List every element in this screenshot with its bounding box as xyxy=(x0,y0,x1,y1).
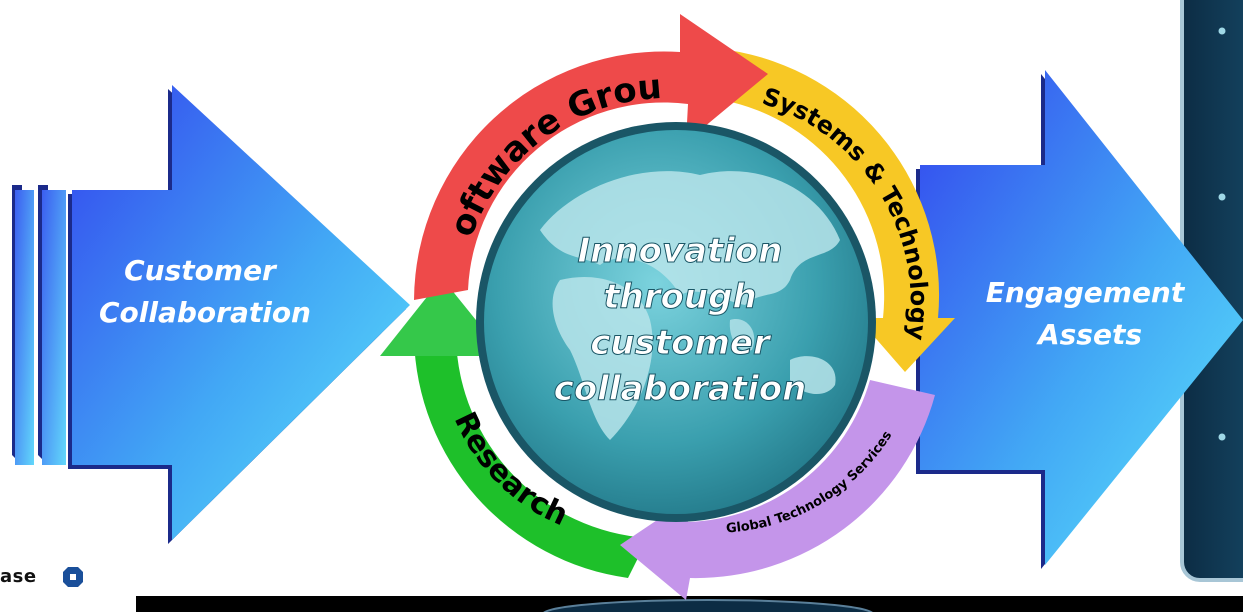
center-title-line2: through xyxy=(603,277,756,317)
systems-technology-segment xyxy=(722,50,955,372)
software-group-segment xyxy=(414,14,768,300)
right-arrow xyxy=(916,70,1243,569)
center-title-line4: collaboration xyxy=(554,369,807,409)
research-segment xyxy=(414,338,648,578)
right-arrow-label-line1: Engagement xyxy=(986,276,1186,309)
globe xyxy=(476,122,876,522)
logo-text: ase xyxy=(0,566,37,587)
cycle-ring xyxy=(380,14,955,600)
left-arrow-label-line2: Collaboration xyxy=(99,296,311,329)
center-title-line1: Innovation xyxy=(578,231,783,271)
research-arrowhead xyxy=(380,278,505,356)
global-technology-services-segment xyxy=(620,380,935,600)
bullet-dot xyxy=(1218,27,1226,35)
left-arrow-label-line1: Customer xyxy=(124,254,278,287)
center-title: Innovation through customer collaboratio… xyxy=(553,231,807,410)
octagon-logo-icon xyxy=(63,567,83,587)
bullet-dot xyxy=(1218,433,1226,441)
left-arrow xyxy=(12,85,410,544)
right-arrow-label-line2: Assets xyxy=(1036,318,1142,351)
bottom-bar xyxy=(136,596,1243,612)
center-title-line3: customer xyxy=(590,323,772,363)
bullet-dot xyxy=(1218,193,1226,201)
